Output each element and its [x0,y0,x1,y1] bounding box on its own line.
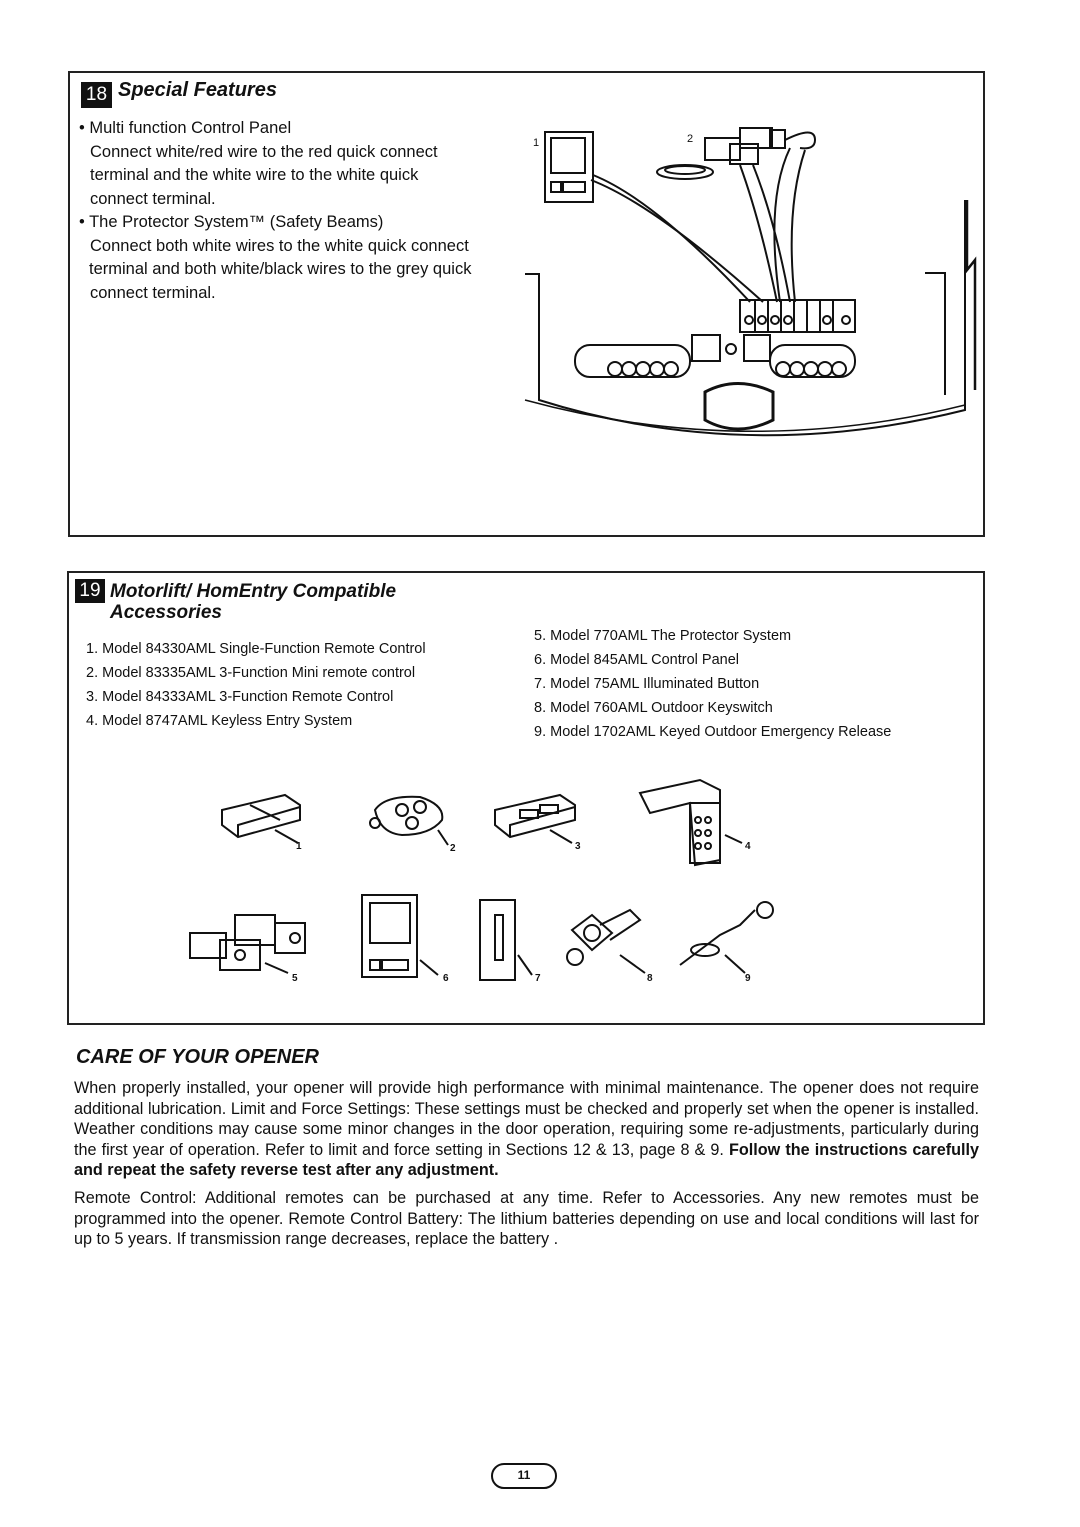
section-19-title-line-2: Accessories [110,602,222,623]
accessory-item-5: 5. Model 770AML The Protector System [534,628,792,644]
item-number-2: 2 [450,843,456,854]
item-number-9: 9 [745,973,751,984]
control-panel-line-2: terminal and the white wire to the white… [90,166,419,184]
section-18-title: Special Features [118,79,277,101]
care-paragraph-1: When properly installed, your opener wil… [74,1078,979,1181]
section-18-text: • Multi function Control Panel Connect w… [79,117,471,305]
accessories-box [67,571,985,1025]
item-number-3: 3 [575,841,581,852]
care-paragraph-2: Remote Control: Additional remotes can b… [74,1189,979,1248]
accessory-item-3: 3. Model 84333AML 3-Function Remote Cont… [86,689,394,705]
protector-line-1: Connect both white wires to the white qu… [90,236,469,255]
section-18-badge: 18 [81,82,112,108]
item-number-4: 4 [745,841,751,852]
accessory-item-7: 7. Model 75AML Illuminated Button [534,676,760,692]
accessories-illustration: 1 2 3 4 5 6 7 8 9 [189,778,774,984]
accessory-item-1: 1. Model 84330AML Single-Function Remote… [86,641,426,657]
accessory-item-4: 4. Model 8747AML Keyless Entry System [86,713,353,729]
bullet-protector-system: • The Protector System™ (Safety Beams) [79,213,384,231]
control-panel-line-3: connect terminal. [90,189,216,208]
control-panel-line-1: Connect white/red wire to the red quick … [90,142,438,161]
accessory-item-6: 6. Model 845AML Control Panel [534,652,739,668]
item-number-5: 5 [292,973,298,984]
wiring-illustration: 1 2 [524,127,977,437]
special-features-box [68,71,985,537]
accessory-item-8: 8. Model 760AML Outdoor Keyswitch [534,700,773,716]
accessories-left-list: 1. Model 84330AML Single-Function Remote… [86,637,426,733]
bullet-control-panel: • Multi function Control Panel [79,119,292,137]
accessory-item-9: 9. Model 1702AML Keyed Outdoor Emergency… [534,724,892,740]
accessories-right-list: 5. Model 770AML The Protector System 6. … [534,624,891,744]
item-number-7: 7 [535,973,541,984]
page-number: 11 [491,1463,557,1489]
item-number-8: 8 [647,973,653,984]
care-title: CARE OF YOUR OPENER [76,1046,319,1068]
section-19-badge: 19 [75,579,105,603]
protector-line-2: terminal and both white/black wires to t… [89,260,472,278]
item-number-1: 1 [296,841,302,852]
figure-label-2: 2 [687,133,693,145]
care-paragraph-1-text: When properly installed, your opener wil… [74,1079,979,1159]
care-paragraph-1-bold: Follow the instructions carefully and re… [74,1140,980,1180]
section-19-title-line-1: Motorlift/ HomEntry Compatible [110,581,397,602]
protector-line-3: connect terminal. [90,283,216,302]
section-19-title: Motorlift/ HomEntry Compatible Accessori… [110,581,396,623]
item-number-6: 6 [443,973,449,984]
figure-label-1: 1 [533,137,539,149]
accessory-item-2: 2. Model 83335AML 3-Function Mini remote… [86,665,416,681]
